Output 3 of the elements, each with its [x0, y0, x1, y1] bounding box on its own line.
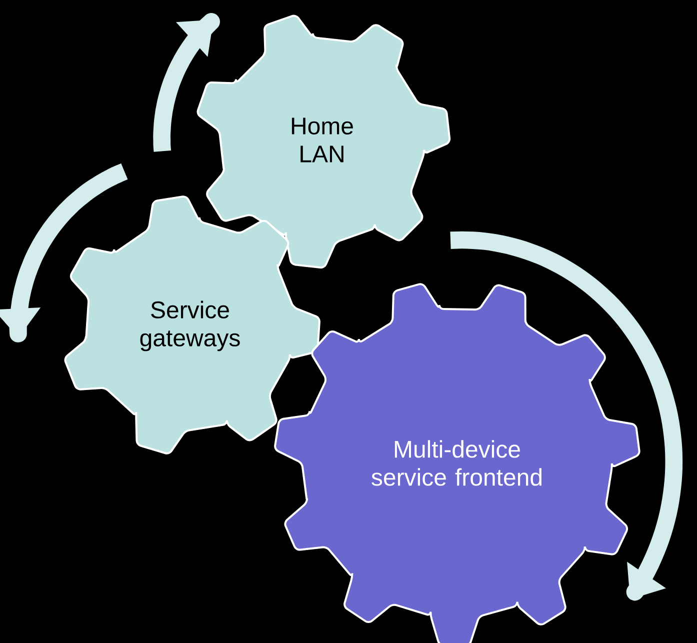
gear: Multi-device service frontend: [274, 283, 640, 643]
gear: Service gateways: [64, 196, 320, 454]
gear: Home LAN: [196, 14, 451, 269]
